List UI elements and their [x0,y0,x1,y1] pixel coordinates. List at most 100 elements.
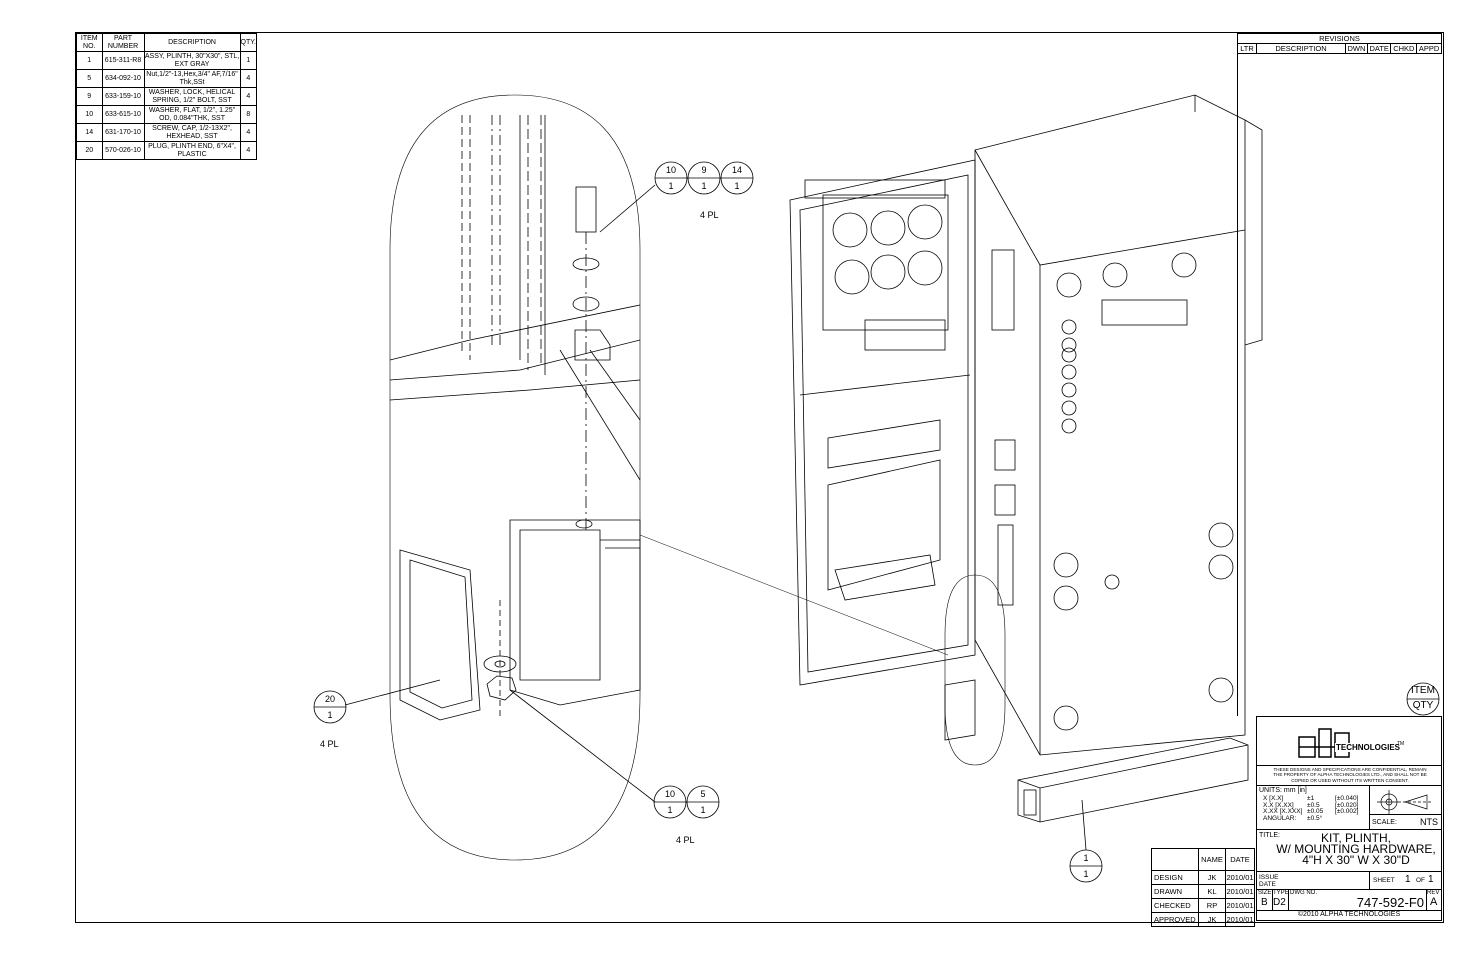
balloon [1406,682,1440,716]
revisions-title: REVISIONS [1237,33,1442,44]
type-value: D2 [1273,897,1286,908]
tb-divider [1257,910,1441,911]
tol-imperial: [±0.020] [1335,801,1359,809]
balloon-item: 5 [700,789,706,799]
balloon-qty: 1 [701,181,707,191]
projection-divider [1369,785,1370,829]
sheet-number: 1 [1405,874,1411,885]
third-angle-projection-icon [1377,790,1433,814]
bom-desc: SCREW, CAP, 1/2-13X2", HEXHEAD, SST [143,123,241,142]
bom-desc: WASHER, LOCK, HELICAL SPRING, 1/2" BOLT,… [143,87,241,106]
approval-name: JK [1198,912,1226,927]
balloon [313,690,347,724]
bom-part: 570-026-10 [101,141,145,160]
bom-qty: 4 [239,87,258,106]
tol-metric: ±0.5° [1307,814,1323,822]
approval-role: DRAWN [1151,884,1199,899]
scale-cell: SCALE: NTS [1369,814,1442,830]
copyright: ©2010 ALPHA TECHNOLOGIES [1297,911,1401,918]
bom-part: 633-615-10 [101,105,145,124]
tol-metric: ±0.5 [1307,801,1320,809]
type-cell: TYPE D2 [1272,889,1289,910]
bom-item: 14 [76,123,103,142]
balloon-qty: 1 [667,805,673,815]
drawing-number: 747-592-F0 [1356,895,1424,910]
bom-desc: Nut,1/2"-13,Hex,3/4" AF,7/16" Thk,SSt [143,69,241,88]
title-line: 4"H X 30" W X 30"D [1302,853,1410,867]
tol-imperial: [±0.002] [1335,808,1359,815]
units-label: UNITS: mm [in] [1259,787,1307,794]
bom-item: 5 [76,69,103,88]
balloon-qty: 1 [327,710,333,720]
bom-part: 615-311-R8 [101,51,145,70]
rev-label: REV [1427,890,1440,896]
balloon-item: 10 [665,165,676,175]
tol-metric: ±1 [1307,795,1315,802]
size-cell: SIZE B [1257,889,1273,910]
sheet-cell: SHEET 1 OF 1 [1369,871,1443,889]
sheet-label: SHEET [1373,877,1395,884]
company-logo: TECHNOLOGIES TM [1297,723,1407,763]
title-line: KIT, PLINTH, [1320,831,1391,845]
approvals-header-name: NAME [1198,848,1226,871]
bom-part: 634-092-10 [101,69,145,88]
bom-desc: ASSY, PLINTH, 30"X30", STL, EXT GRAY [143,51,241,70]
bom-qty: 4 [239,69,258,88]
legend-item: ITEM [1411,685,1435,696]
bom-header-description: DESCRIPTION [143,33,241,52]
approval-role: APPROVED [1151,912,1199,927]
note-4pl: 4 PL [700,210,719,220]
approval-date: 2010/01 [1225,898,1255,913]
bom-header-row: ITEM NO. PART NUMBER DESCRIPTION QTY. [76,33,258,52]
approval-name: JK [1198,870,1226,885]
note-4pl: 4 PL [320,739,339,749]
tb-divider [1257,765,1441,766]
dwg-label: DWG NO. [1290,890,1317,896]
rev-header-description: DESCRIPTION [1256,43,1346,54]
bom-desc: PLUG, PLINTH END, 6"X4", PLASTIC [143,141,241,160]
balloon-group [654,161,754,195]
approval-date: 2010/01 [1225,912,1255,927]
bom-header-part: PART NUMBER [101,33,145,52]
type-label: TYPE [1273,890,1289,896]
bom-part: 633-159-10 [101,87,145,106]
tb-divider [1257,785,1441,786]
balloon-item: 9 [701,165,707,175]
rev-value: A [1430,896,1438,908]
company-name: TECHNOLOGIES [1335,743,1402,752]
issue-date-label: DATE [1259,881,1276,888]
approval-date: 2010/01 [1225,870,1255,885]
balloon-group [653,785,720,819]
bom-header-item: ITEM NO. [76,33,103,52]
balloon [1069,849,1103,883]
drawing-border [75,32,1444,923]
trademark: TM [1397,741,1405,747]
approval-name: KL [1198,884,1226,899]
approval-role: CHECKED [1151,898,1199,913]
tol-format: X.X [X.XX] [1263,801,1294,809]
tb-divider [1257,889,1441,890]
confidential-notice: THESE DESIGNS AND SPECIFICATIONS ARE CON… [1273,767,1427,783]
bom-qty: 8 [239,105,258,124]
dwg-cell: DWG NO. 747-592-F0 [1288,889,1427,910]
tol-metric: ±0.05 [1307,808,1324,815]
balloon-qty: 1 [668,181,674,191]
bom-item: 1 [76,51,103,70]
approvals-header-date: DATE [1225,848,1255,871]
bom-qty: 1 [239,51,258,70]
tol-format: ANGULAR: [1263,814,1297,822]
bom-part: 631-170-10 [101,123,145,142]
approvals-header-row: NAME DATE [1151,848,1255,871]
revisions-table: REVISIONS LTR DESCRIPTION DWN DATE CHKD … [1237,33,1442,54]
rev-cell: REV A [1426,889,1442,910]
size-label: SIZE [1258,890,1272,896]
bom-desc: WASHER, FLAT, 1/2", 1.25" OD, 0.084"THK,… [143,105,241,124]
